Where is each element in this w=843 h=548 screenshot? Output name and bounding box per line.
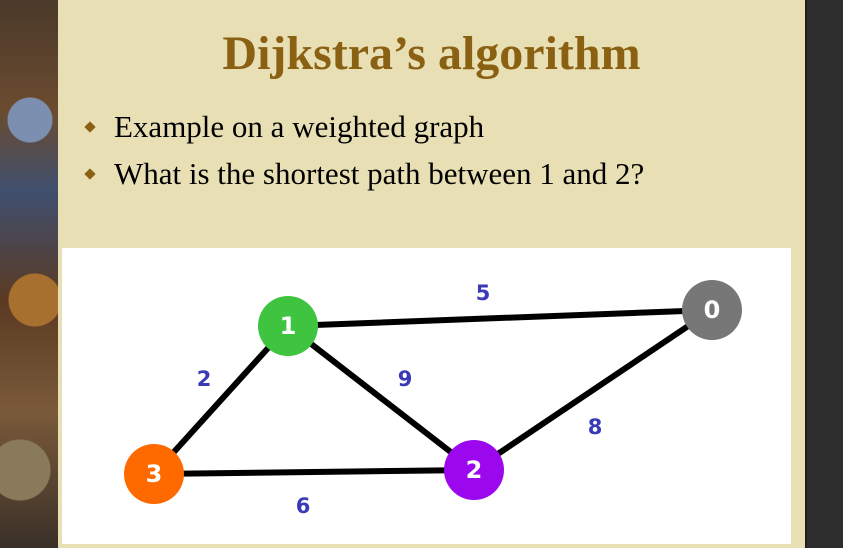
edge-weight-label: 6 [296,494,311,518]
edge-3-2 [151,467,477,477]
node-label: 2 [466,456,483,484]
edge-weight-label: 8 [588,415,603,439]
graph-figure: 5 2 9 8 6 0 1 2 3 [62,248,791,544]
edge-weight-label: 9 [398,367,413,391]
node-label: 1 [280,312,297,340]
node-circle [124,444,184,504]
graph-node-0: 0 [682,280,742,340]
edge-1-0 [285,307,715,329]
graph-node-1: 1 [258,296,318,356]
slide: Dijkstra’s algorithm Example on a weight… [58,0,805,548]
side-panel [805,0,843,548]
slide-title: Dijkstra’s algorithm [222,27,641,80]
bullet-text: What is the shortest path between 1 and … [114,156,645,191]
bullet-item: Example on a weighted graph [80,103,644,150]
edge-1-2 [285,323,477,473]
graph-node-2: 2 [444,440,504,500]
bullet-item: What is the shortest path between 1 and … [80,150,644,197]
edge-2-0 [471,307,715,473]
bullet-diamond-icon [84,167,96,180]
background-photo [0,0,58,548]
node-circle [444,440,504,500]
graph-node-3: 3 [124,444,184,504]
graph-diagram: 5 2 9 8 6 0 1 2 3 [124,280,742,518]
node-circle [258,296,318,356]
edge-weight-label: 5 [476,281,491,305]
bullet-text: Example on a weighted graph [114,109,485,144]
edge-1-3 [151,323,291,477]
bullet-list: Example on a weighted graph What is the … [80,103,644,197]
edge-weight-label: 2 [197,367,212,391]
node-label: 3 [146,460,163,488]
node-circle [682,280,742,340]
bullet-diamond-icon [84,120,96,133]
node-label: 0 [704,296,721,324]
